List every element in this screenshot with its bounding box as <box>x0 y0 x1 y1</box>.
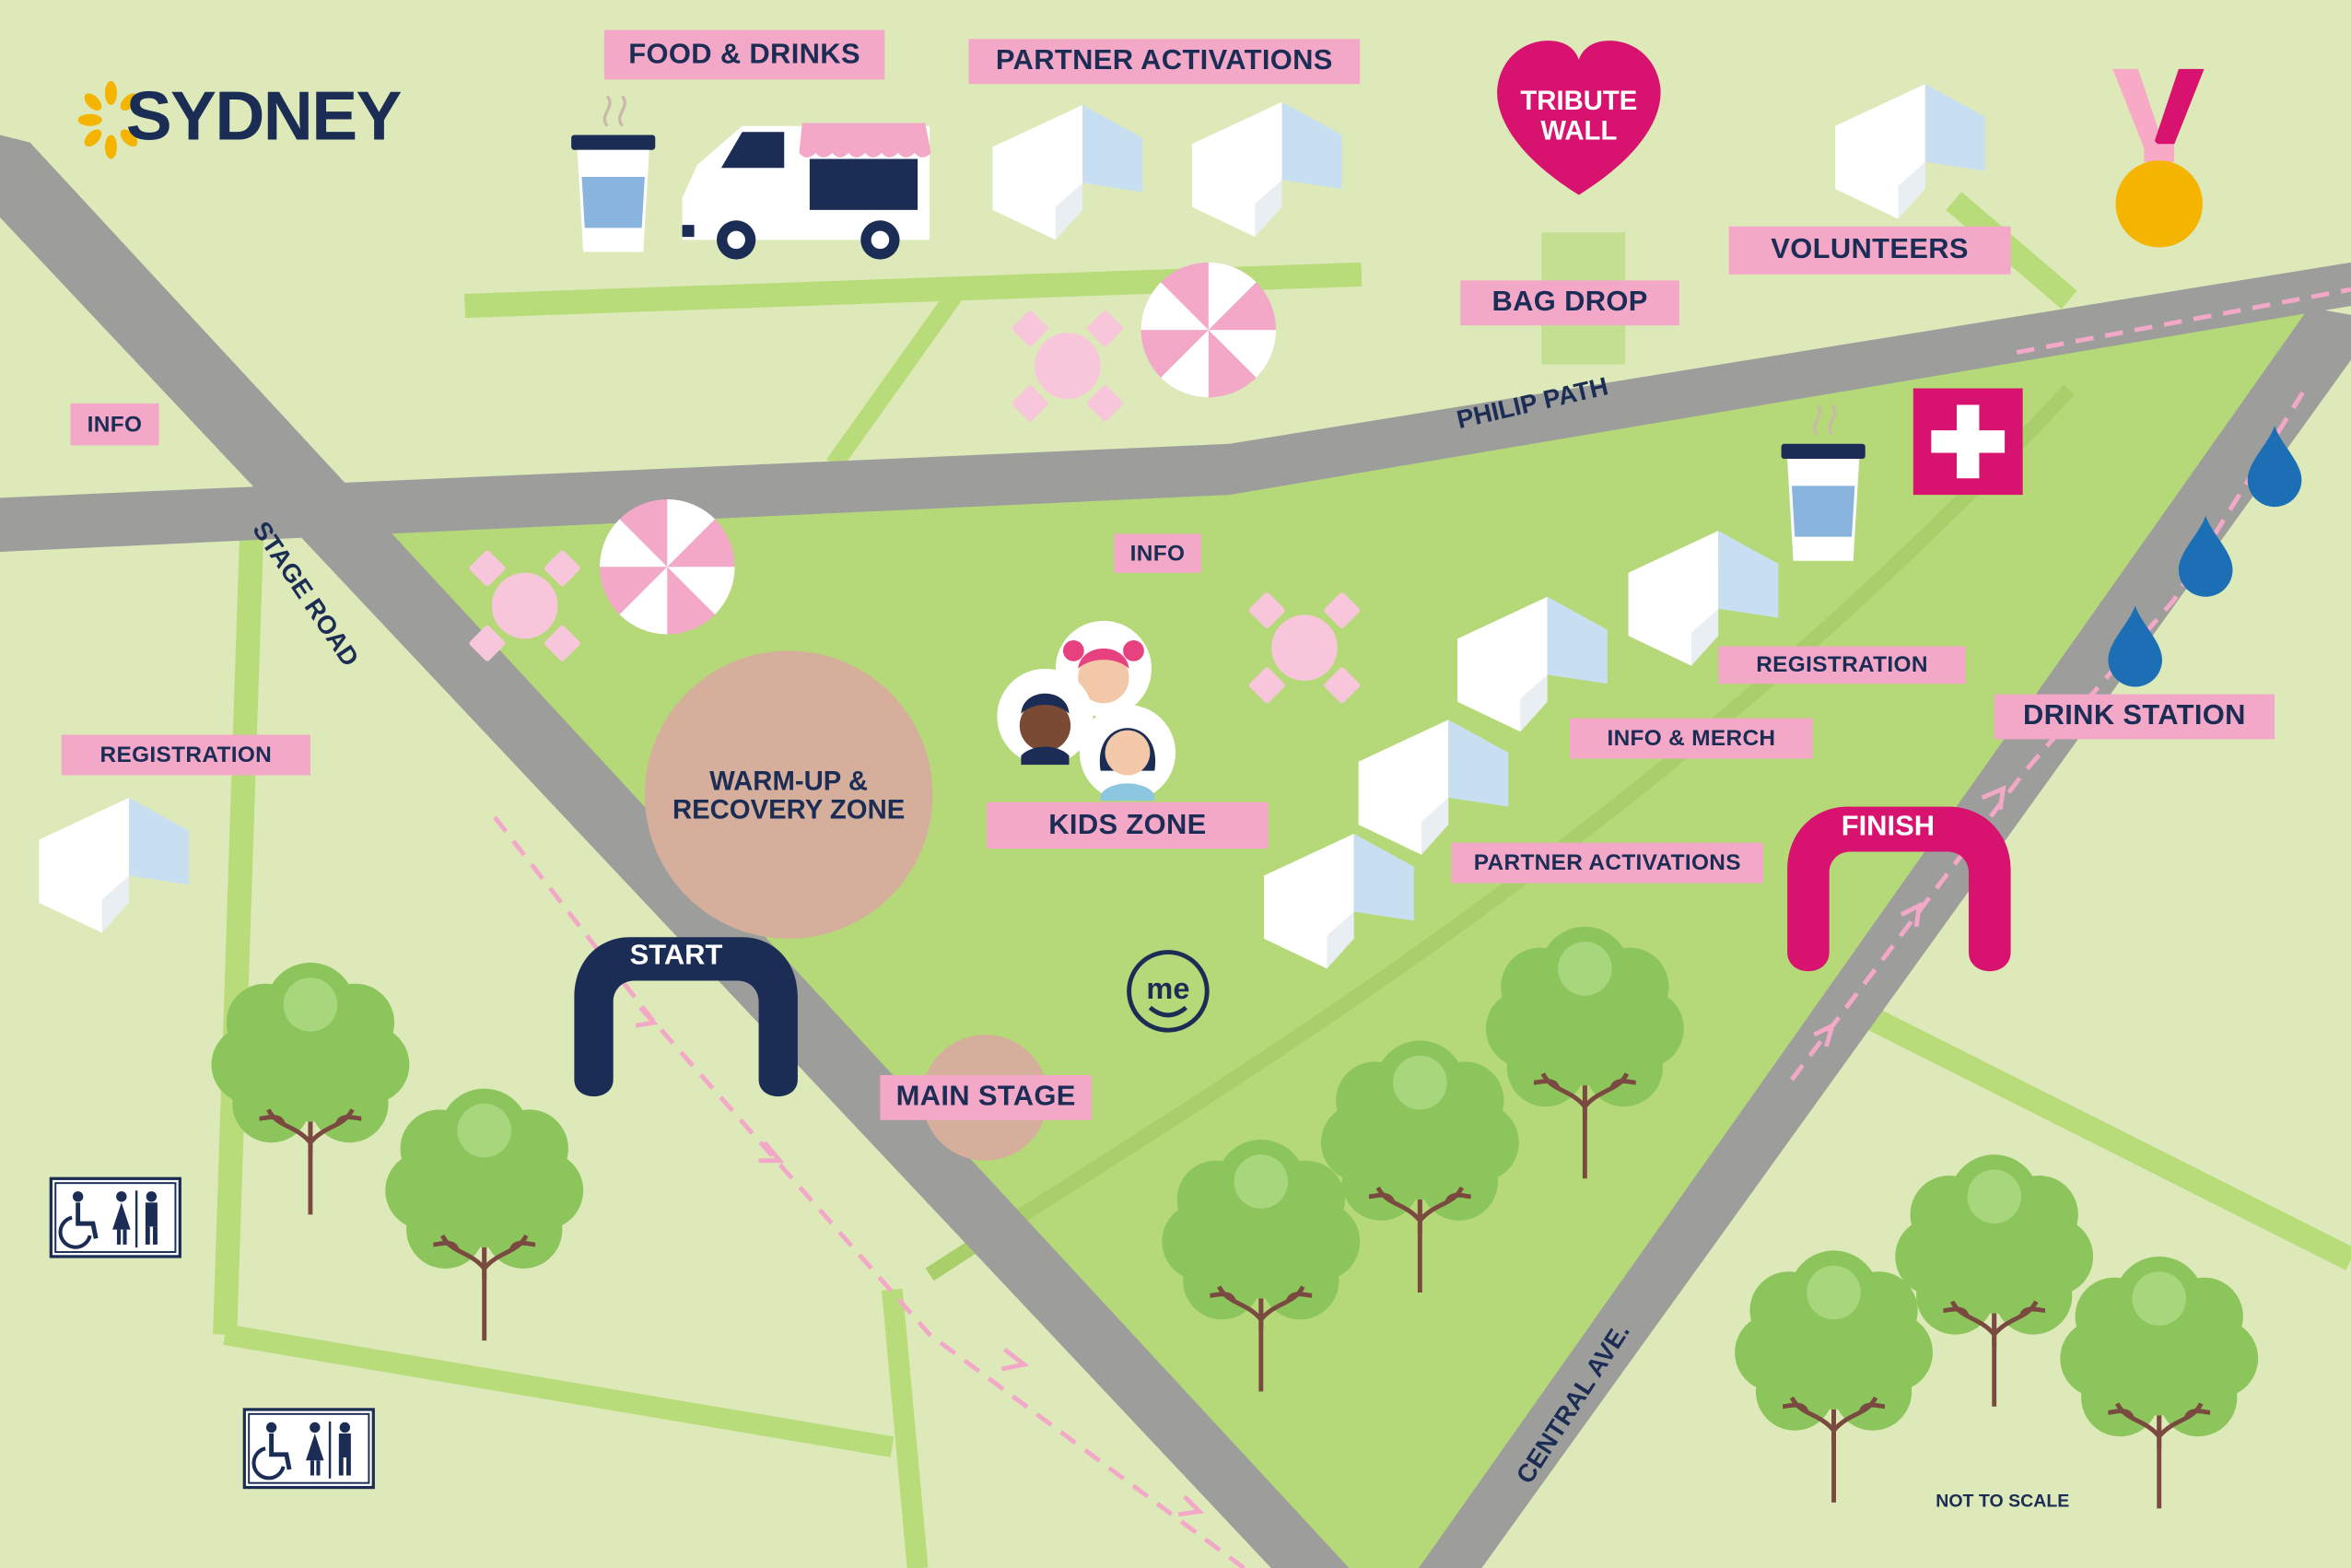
food-truck-icon <box>682 123 931 260</box>
label-info-center[interactable]: INFO <box>1114 533 1201 573</box>
label-registration-right[interactable]: REGISTRATION <box>1718 646 1966 685</box>
tree-icon <box>2060 1257 2258 1508</box>
route-arrows <box>635 785 2006 1517</box>
tribute-wall-heart[interactable] <box>1497 41 1661 195</box>
label-main-stage[interactable]: MAIN STAGE <box>880 1074 1092 1120</box>
warmup-zone[interactable] <box>644 650 933 939</box>
label-finish[interactable]: FINISH <box>1841 811 1936 843</box>
warmup-line1: WARM-UP & <box>709 766 869 797</box>
race-route <box>493 287 2351 1568</box>
tree-icon <box>385 1089 583 1340</box>
brand-sun-icon <box>77 80 138 159</box>
label-info-left[interactable]: INFO <box>70 403 159 446</box>
label-partner-activations-top[interactable]: PARTNER ACTIVATIONS <box>968 39 1361 85</box>
medal-icon <box>2112 68 2205 248</box>
label-start[interactable]: START <box>629 940 723 972</box>
tent-icon <box>39 797 190 933</box>
tent-icon <box>1191 101 1342 238</box>
tribute-line1: TRIBUTE <box>1520 85 1638 116</box>
umbrella-icon <box>600 498 735 635</box>
warmup-line2: RECOVERY ZONE <box>672 794 906 825</box>
label-info-merch[interactable]: INFO & MERCH <box>1570 718 1813 759</box>
finish-arch[interactable] <box>1787 806 2011 972</box>
accessible-toilets-icon[interactable] <box>51 1178 180 1257</box>
tree-icon <box>1735 1250 1933 1502</box>
me-logo-icon: me <box>1127 950 1210 1033</box>
tribute-line2: WALL <box>1540 115 1618 146</box>
umbrella-icon <box>1140 262 1277 398</box>
kids-faces-icon[interactable] <box>997 620 1176 802</box>
label-food-drinks[interactable]: FOOD & DRINKS <box>603 29 885 80</box>
label-bag-drop[interactable]: BAG DROP <box>1460 280 1679 326</box>
me-logo-text: me <box>1146 972 1189 1005</box>
not-to-scale-note: NOT TO SCALE <box>1936 1490 2070 1512</box>
brand-title: SYDNEY <box>125 76 403 155</box>
picnic-table-icon <box>1011 309 1125 423</box>
label-drink-station[interactable]: DRINK STATION <box>1994 694 2275 740</box>
label-kids-zone[interactable]: KIDS ZONE <box>986 802 1269 849</box>
coffee-cup-icon <box>569 94 657 254</box>
park-inner-path <box>925 384 2076 1281</box>
accessible-toilets-icon[interactable] <box>244 1410 373 1488</box>
start-arch[interactable] <box>574 937 798 1097</box>
label-warmup-zone[interactable]: WARM-UP & RECOVERY ZONE <box>648 767 930 825</box>
first-aid-cross-icon[interactable] <box>1912 388 2023 496</box>
label-partner-activations-mid[interactable]: PARTNER ACTIVATIONS <box>1451 842 1764 883</box>
label-tribute-wall[interactable]: TRIBUTE WALL <box>1500 86 1659 146</box>
label-registration-left[interactable]: REGISTRATION <box>61 734 310 776</box>
tent-icon <box>992 104 1143 240</box>
label-volunteers[interactable]: VOLUNTEERS <box>1728 226 2011 275</box>
